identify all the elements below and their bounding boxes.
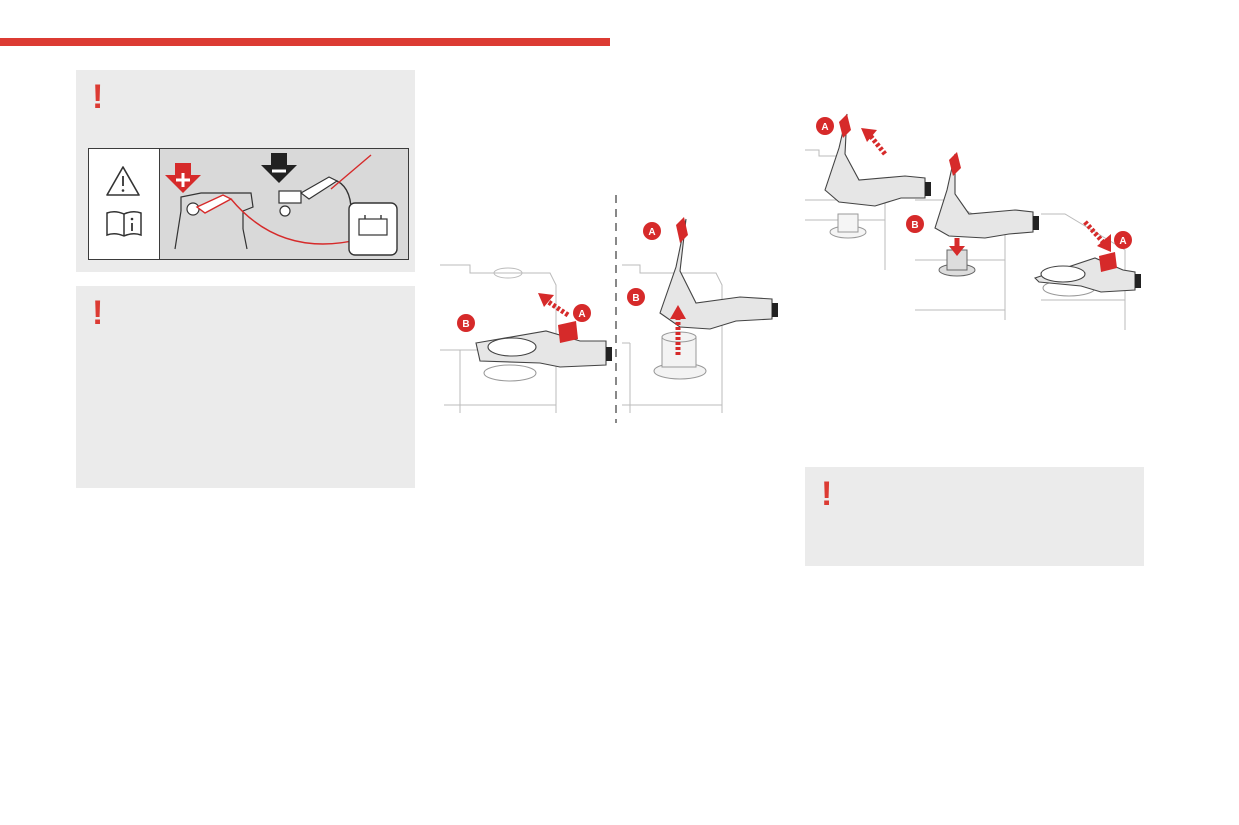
exclamation-mark-icon: ! — [821, 475, 833, 513]
label-icon-column — [89, 149, 160, 259]
charging-connection-illustration — [165, 153, 398, 256]
warning-panel-general: ! — [76, 286, 415, 488]
header-accent-bar — [0, 38, 610, 46]
warning-panel-charging: ! — [76, 70, 415, 272]
open-book-info-icon — [106, 210, 142, 237]
exclamation-mark-icon: ! — [92, 294, 104, 332]
callout-a-right: A — [643, 222, 661, 240]
svg-text:B: B — [462, 319, 469, 330]
terminal-reconnect-illustration: A B A — [805, 113, 1141, 330]
warning-triangle-icon — [106, 166, 140, 196]
callout-a-top: A — [816, 117, 834, 135]
svg-text:A: A — [648, 227, 655, 238]
callout-a-left: A — [573, 304, 591, 322]
terminal-disconnect-illustration: B A A B — [440, 195, 778, 423]
callout-b-middle: B — [906, 215, 924, 233]
svg-text:A: A — [1119, 236, 1126, 247]
plus-down-arrow-icon — [165, 163, 201, 193]
svg-text:B: B — [632, 293, 639, 304]
callout-b-right: B — [627, 288, 645, 306]
minus-down-arrow-icon — [261, 153, 297, 183]
svg-text:A: A — [578, 309, 585, 320]
svg-text:A: A — [821, 122, 828, 133]
callout-a-bottom: A — [1114, 231, 1132, 249]
battery-charger-icon — [348, 202, 398, 256]
svg-text:B: B — [911, 220, 918, 231]
exclamation-mark-icon: ! — [92, 78, 104, 116]
warning-panel-reconnect: ! — [805, 467, 1144, 566]
charging-label-diagram — [88, 148, 409, 260]
callout-b-left: B — [457, 314, 475, 332]
